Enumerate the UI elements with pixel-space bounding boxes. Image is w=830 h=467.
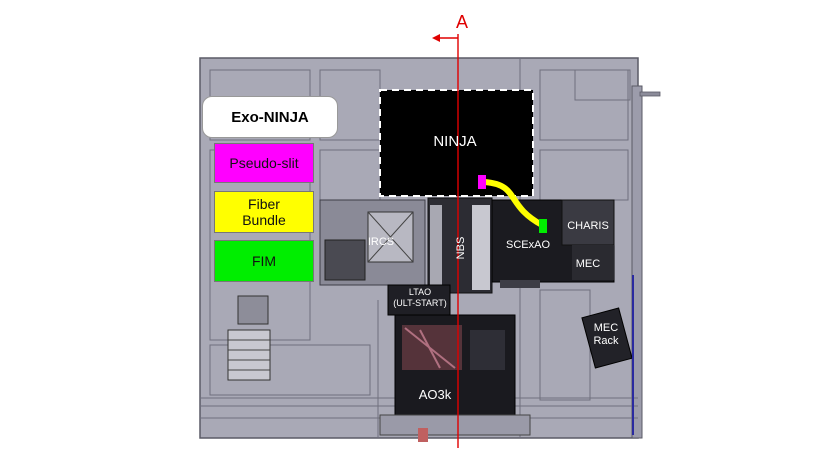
charis-label: CHARIS: [567, 220, 609, 232]
pseudo-slit-marker: [478, 175, 486, 189]
legend-fim: FIM: [214, 240, 314, 282]
mec-rack-label: MEC Rack: [588, 322, 624, 348]
legend-pseudo-slit: Pseudo-slit: [214, 143, 314, 183]
section-marker: A: [455, 12, 468, 32]
fiber-bundle-path: [484, 179, 544, 228]
scexao-label: SCExAO: [505, 239, 550, 251]
ao3k-label: AO3k: [418, 387, 452, 402]
mec-rack-line1: MEC: [593, 322, 619, 334]
mec-rack-line2: Rack: [593, 335, 619, 347]
ninja-label: NINJA: [433, 133, 477, 150]
ltao-line2: (ULT-START): [393, 298, 447, 308]
title: Exo-NINJA: [202, 96, 338, 138]
nbs-label: NBS: [455, 236, 467, 260]
arrow-left-icon: [432, 34, 440, 42]
ltao-line1: LTAO: [408, 287, 432, 297]
mec-label: MEC: [575, 258, 601, 270]
ltao-label: LTAO (ULT-START): [388, 287, 452, 309]
ircs-label: IRCS: [367, 236, 395, 248]
ninja-box: [379, 89, 534, 197]
legend-fiber-bundle: Fiber Bundle: [214, 191, 314, 233]
fim-marker: [539, 219, 547, 233]
